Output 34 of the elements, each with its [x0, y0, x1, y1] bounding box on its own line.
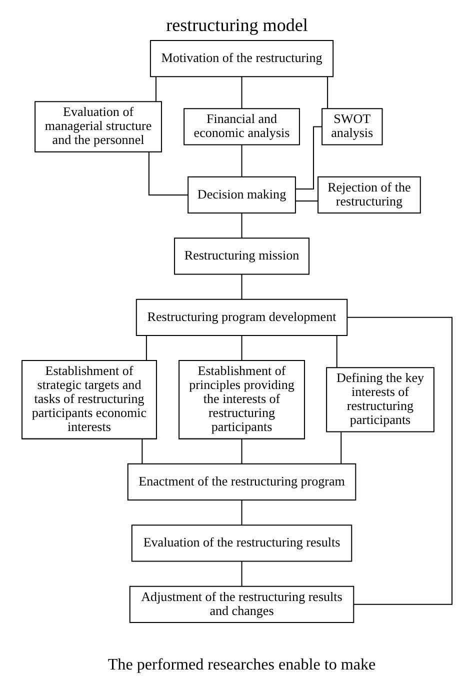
node-box: Enactment of the restructuring program [127, 463, 356, 501]
label: The performed researches enable to make [108, 656, 376, 674]
node-box: Establishment of principles providing the interests of restructuring participants [178, 360, 305, 440]
node-box: SWOT analysis [322, 108, 383, 146]
connector [340, 432, 342, 464]
connector [241, 145, 242, 177]
connector [296, 126, 322, 190]
node-box: Establishment of strategic targets and tasks of restructuring participants economic interests [22, 360, 157, 440]
node-box: Evaluation of managerial structure and the personnel [34, 101, 162, 152]
node-box: Financial and economic analysis [184, 108, 300, 146]
connector [241, 562, 242, 586]
node-box: Restructuring mission [174, 238, 310, 275]
connector [241, 213, 242, 238]
node-box: Motivation of the restructuring [150, 40, 334, 78]
connector [142, 438, 143, 464]
connector [241, 336, 242, 360]
connector [327, 76, 328, 108]
connector [241, 438, 242, 464]
node-box: Defining the key interests of restructuring participants [326, 367, 434, 432]
connector [241, 76, 242, 108]
connector [296, 200, 318, 202]
connector [241, 500, 242, 525]
node-box: Adjustment of the restructuring results and changes [129, 586, 354, 623]
node-box: Restructuring program development [136, 298, 348, 336]
diagram-title: restructuring model [166, 14, 308, 35]
connector [336, 336, 338, 368]
node-box: Evaluation of the restructuring results [131, 524, 352, 562]
node-box: Decision making [188, 176, 296, 214]
connector [241, 274, 242, 300]
connector [146, 336, 147, 360]
connector [155, 76, 156, 102]
connector [347, 316, 452, 605]
connector [148, 152, 188, 196]
node-box: Rejection of the restructuring [318, 176, 421, 214]
